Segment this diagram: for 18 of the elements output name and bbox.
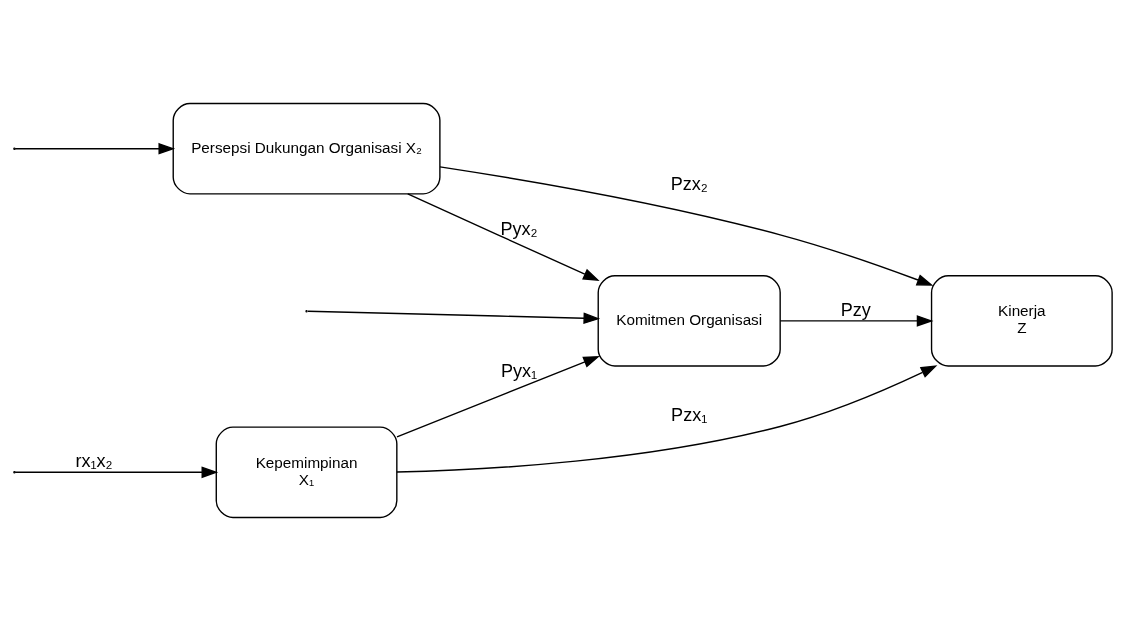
arrow [779, 314, 934, 327]
edge-label: Pzx₁ [671, 404, 708, 425]
arrow [307, 310, 601, 324]
node-box: Kinerja Z [930, 274, 1113, 367]
node-box: Persepsi Dukungan Organisasi X₂ [172, 102, 441, 195]
edge-label: Pzy [840, 299, 871, 320]
node-box: Kepemimpinan X₁ [215, 425, 398, 518]
arrow [439, 165, 934, 286]
arrow [407, 192, 600, 281]
edge-label: Pzx₂ [670, 173, 708, 194]
edge-label: rx₁x₂ [75, 450, 113, 471]
edge-label: Pyx₁ [500, 360, 538, 381]
arrow [14, 142, 176, 155]
arrow [14, 465, 219, 478]
arrow [396, 355, 600, 437]
node-box: Komitmen Organisasi [597, 274, 781, 367]
edge-label: Pyx₂ [500, 218, 538, 239]
arrow [396, 364, 938, 473]
